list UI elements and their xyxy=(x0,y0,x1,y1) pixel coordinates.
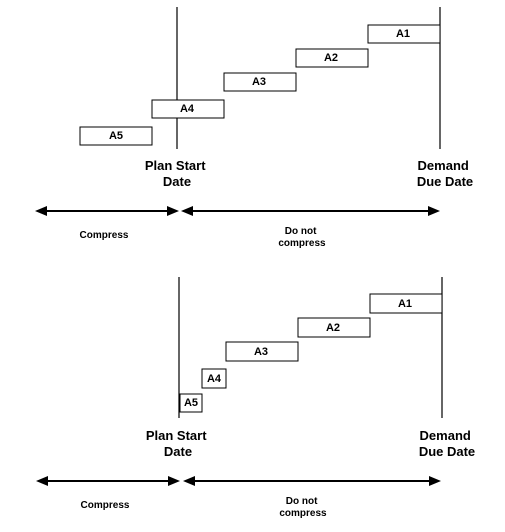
bar-label: A2 xyxy=(324,52,338,64)
plan-start-date-label: Plan Start Date xyxy=(146,428,210,459)
bar-label: A4 xyxy=(207,373,222,385)
bar-label: A3 xyxy=(252,76,266,88)
demand-due-date-label: Demand Due Date xyxy=(419,428,475,459)
do-not-compress-arrow xyxy=(181,206,440,216)
bar-a1: A1 xyxy=(367,24,441,44)
do-not-compress-label: Do not compress xyxy=(279,496,327,519)
compress-arrow xyxy=(36,476,180,486)
compress-label: Compress xyxy=(81,500,130,511)
bar-a4: A4 xyxy=(151,99,225,119)
bar-a5: A5 xyxy=(179,393,203,413)
bar-a3: A3 xyxy=(225,341,299,362)
bar-label: A2 xyxy=(326,322,340,334)
arrowhead-right-icon xyxy=(168,476,180,486)
bar-label: A4 xyxy=(180,103,195,115)
bar-label: A5 xyxy=(184,397,198,409)
bar-a5: A5 xyxy=(79,126,153,146)
bar-a2: A2 xyxy=(295,48,369,68)
arrowhead-right-icon xyxy=(429,476,441,486)
bar-a4: A4 xyxy=(201,368,227,389)
bar-label: A5 xyxy=(109,130,123,142)
compress-arrow xyxy=(35,206,179,216)
demand-due-date-label: Demand Due Date xyxy=(417,158,473,189)
arrowhead-right-icon xyxy=(167,206,179,216)
do-not-compress-arrow xyxy=(183,476,441,486)
compress-label: Compress xyxy=(80,230,129,241)
plan-start-date-label: Plan Start Date xyxy=(145,158,209,189)
bottom-diagram: A1 A2 A3 A4 A5 Plan Start Date Demand Du… xyxy=(36,277,475,519)
arrowhead-left-icon xyxy=(35,206,47,216)
do-not-compress-label: Do not compress xyxy=(278,226,326,249)
bar-label: A1 xyxy=(396,28,410,40)
arrowhead-left-icon xyxy=(183,476,195,486)
bar-a3: A3 xyxy=(223,72,297,92)
bar-label: A1 xyxy=(398,298,412,310)
bar-label: A3 xyxy=(254,346,268,358)
arrowhead-left-icon xyxy=(36,476,48,486)
arrowhead-right-icon xyxy=(428,206,440,216)
arrowhead-left-icon xyxy=(181,206,193,216)
top-diagram: A1 A2 A3 A4 A5 Plan Start Date Demand Du… xyxy=(35,7,473,249)
bar-a2: A2 xyxy=(297,317,371,338)
bar-a1: A1 xyxy=(369,293,443,314)
